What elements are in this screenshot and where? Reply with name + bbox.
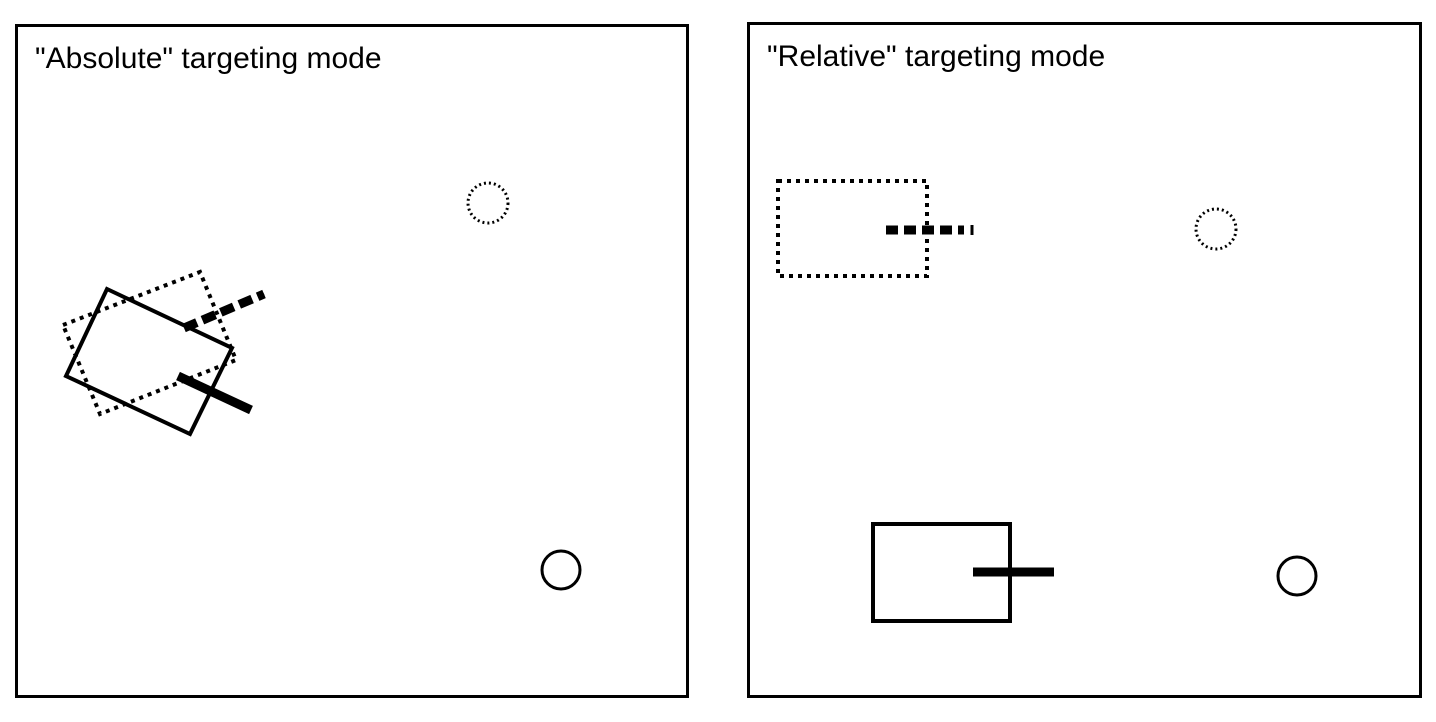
absolute-target-barrel <box>182 289 266 333</box>
absolute-target-barrel-tip <box>257 292 265 299</box>
panel-absolute-mode: "Absolute" targeting mode <box>15 24 689 698</box>
panel-title-absolute: "Absolute" targeting mode <box>35 42 382 75</box>
panel-title-relative: "Relative" targeting mode <box>767 40 1106 73</box>
absolute-current-rectangle <box>63 286 235 437</box>
absolute-target-circle <box>466 181 510 225</box>
absolute-current-barrel <box>176 371 253 415</box>
relative-target-circle <box>1194 207 1238 251</box>
absolute-current-circle <box>540 549 582 591</box>
relative-current-circle <box>1276 555 1318 597</box>
relative-target-rectangle <box>776 179 929 278</box>
panel-relative-mode: "Relative" targeting mode <box>747 22 1422 698</box>
